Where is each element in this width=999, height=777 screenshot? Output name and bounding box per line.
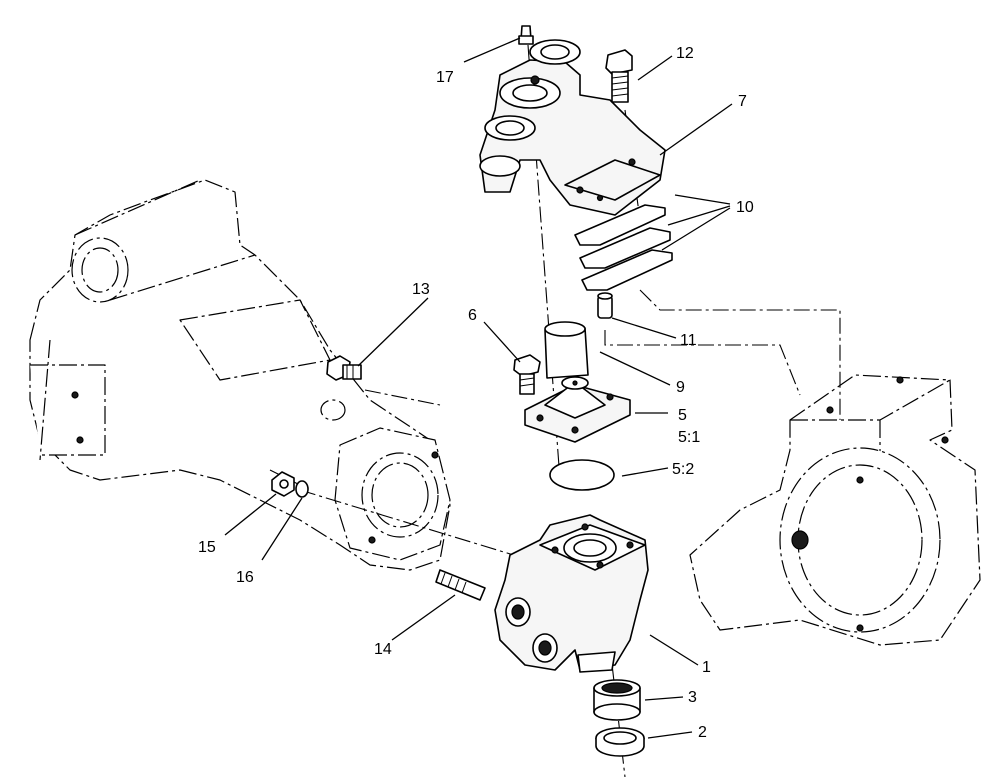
callout-11: 11 <box>680 332 697 349</box>
callout-1: 1 <box>702 659 711 676</box>
bolt-13 <box>326 355 362 381</box>
callout-16: 16 <box>236 569 254 586</box>
bolt-12 <box>605 49 633 103</box>
steering-arm <box>479 39 666 216</box>
bolt-6 <box>513 354 541 395</box>
seal <box>595 727 645 757</box>
callout-6: 6 <box>468 307 477 324</box>
callout-12: 12 <box>676 45 694 62</box>
callout-7: 7 <box>738 93 747 110</box>
lock-washer <box>295 480 309 498</box>
gear-housing-outline <box>689 374 981 646</box>
callout-5-1: 5:1 <box>678 429 700 446</box>
callout-9: 9 <box>676 379 685 396</box>
axle-housing-outline <box>29 179 451 571</box>
callout-17: 17 <box>436 69 454 86</box>
callout-2: 2 <box>698 724 707 741</box>
needle-bearing <box>593 679 641 721</box>
callout-5: 5 <box>678 407 687 424</box>
callout-10: 10 <box>736 199 754 216</box>
callout-15: 15 <box>198 539 216 556</box>
stud <box>435 569 486 601</box>
callout-13: 13 <box>412 281 430 298</box>
leader-lines <box>224 37 733 739</box>
dowel-pin <box>597 292 613 319</box>
shims <box>574 204 673 291</box>
callout-3: 3 <box>688 689 697 706</box>
bushing <box>544 321 589 379</box>
gasket <box>549 459 615 491</box>
callout-5-2: 5:2 <box>672 461 694 478</box>
callout-14: 14 <box>374 641 392 658</box>
nut <box>271 471 295 497</box>
spindle-housing <box>494 514 649 673</box>
callout-labels: 17 12 7 10 11 9 6 5 5:1 5:2 13 15 16 14 … <box>198 45 754 741</box>
grease-fitting <box>518 25 534 45</box>
kingpin-cap <box>524 376 631 443</box>
